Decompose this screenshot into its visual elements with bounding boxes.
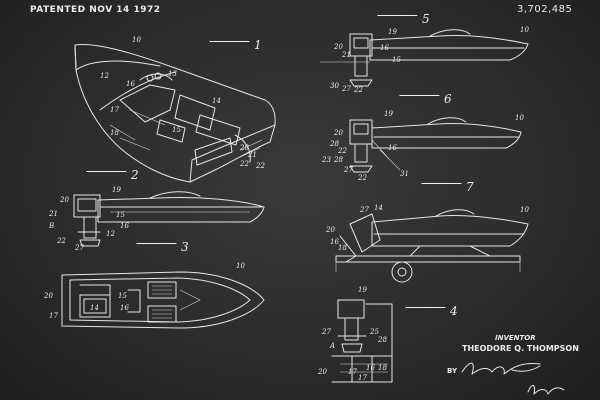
fig4-label: 4 [402, 304, 458, 318]
ref-21-fig5: 21 [341, 51, 351, 59]
by-label: BY [447, 367, 458, 375]
ref-18-fig7: 18 [338, 244, 347, 252]
ref-22b-fig6: 22 [357, 174, 367, 182]
ref-23-fig6: 23 [321, 156, 331, 164]
fig1-label: 1 [206, 38, 262, 52]
ref-14-fig7: 14 [374, 204, 383, 212]
ref-28-fig4: 28 [377, 336, 387, 344]
ref-15-fig2: 15 [116, 211, 125, 219]
ref-27-fig5: 27 [341, 85, 351, 93]
ref-10-fig5: 10 [520, 26, 529, 34]
ref-15: 15 [172, 126, 181, 134]
fig6-boat-side-view: 19 10 20 28 22 23 28 27 22 16 31 [321, 110, 524, 182]
ref-10-fig3: 10 [236, 262, 245, 270]
ref-14: 14 [212, 97, 221, 105]
ref-19-fig5: 19 [388, 28, 397, 36]
fig2-label: 2 [83, 168, 139, 182]
ref-22-fig5: 22 [353, 86, 363, 94]
inventor-signature [461, 362, 541, 375]
ref-28b-fig6: 28 [333, 156, 343, 164]
ref-20-fig3: 20 [43, 292, 53, 300]
ref-22: 22 [239, 160, 249, 168]
ref-19-fig4: 19 [358, 286, 367, 294]
ref-20: 20 [239, 144, 249, 152]
ref-13: 13 [168, 70, 177, 78]
ref-17-fig3: 17 [49, 312, 58, 320]
ref-20-fig7: 20 [325, 226, 335, 234]
ref-25-fig4: 25 [369, 328, 379, 336]
ref-19: 19 [112, 186, 121, 194]
ref-20-fig6: 20 [333, 129, 343, 137]
ref-14-fig3: 14 [90, 304, 99, 312]
ref-16-fig6: 16 [388, 144, 397, 152]
ref-22-fig2: 22 [56, 237, 66, 245]
patent-number: 3,702,485 [517, 4, 573, 15]
ref-A-fig4: A [329, 342, 335, 350]
ref-15-fig5: 15 [392, 56, 401, 64]
ref-16-fig3: 16 [120, 304, 129, 312]
fig7-label: 7 [418, 180, 474, 194]
inventor-name: THEODORE Q. THOMPSON [462, 344, 579, 353]
ref-20-fig2: 20 [59, 196, 69, 204]
fig5-label: 5 [374, 12, 430, 26]
ref-27-fig4: 27 [321, 328, 331, 336]
ref-17: 17 [110, 106, 119, 114]
ref-16: 16 [126, 80, 135, 88]
ref-12: 12 [100, 72, 109, 80]
ref-20-fig4: 20 [317, 368, 327, 376]
ref-31-fig6: 31 [400, 170, 409, 178]
ref-16-fig7: 16 [330, 238, 339, 246]
ref-28-fig6: 28 [329, 140, 339, 148]
fig2-boat-side-view: 19 20 21 B 22 27 15 16 12 [48, 186, 265, 252]
ref-18: 18 [110, 129, 119, 137]
ref-30-fig5: 30 [330, 82, 339, 90]
ref-12-fig2: 12 [106, 230, 115, 238]
patent-date: PATENTED NOV 14 1972 [30, 5, 161, 15]
ref-27-fig6: 27 [343, 166, 353, 174]
ref-16-fig5: 16 [380, 44, 389, 52]
ref-22b: 22 [255, 162, 265, 170]
ref-21: 21 [247, 151, 257, 159]
fig5-boat-side-view: 10 19 20 21 16 15 30 27 22 [320, 26, 529, 94]
ref-27-fig2: 27 [74, 244, 84, 252]
attorney-signature [527, 385, 565, 395]
ref-17-fig4: 17 [348, 368, 357, 376]
inventor-label: INVENTOR [495, 334, 536, 342]
ref-10-fig7: 10 [520, 206, 529, 214]
fig3-label: 3 [133, 240, 189, 254]
fig7-boat-on-trailer: 10 14 27 20 16 18 [325, 204, 529, 283]
fig6-label: 6 [396, 92, 452, 106]
ref-10: 10 [132, 36, 141, 44]
ref-27-fig7: 27 [359, 206, 369, 214]
fig4-motor-detail: 19 27 25 28 A 20 17 17 16 18 [317, 286, 393, 383]
ref-16-fig4: 16 [366, 364, 375, 372]
ref-18-fig4: 18 [378, 364, 387, 372]
ref-15-fig3: 15 [118, 292, 127, 300]
ref-B-fig2: B [48, 222, 54, 230]
ref-17b-fig4: 17 [358, 374, 367, 382]
fig1-boat-perspective: 10 13 16 12 14 15 17 18 20 21 22 22 [74, 36, 276, 183]
ref-21-fig2: 21 [48, 210, 58, 218]
ref-19-fig6: 19 [384, 110, 393, 118]
ref-16-fig2: 16 [120, 222, 129, 230]
ref-22-fig6: 22 [337, 147, 347, 155]
fig3-boat-top-view: 10 20 17 14 15 16 [43, 262, 265, 329]
ref-10-fig6: 10 [515, 114, 524, 122]
ref-20-fig5: 20 [333, 43, 343, 51]
